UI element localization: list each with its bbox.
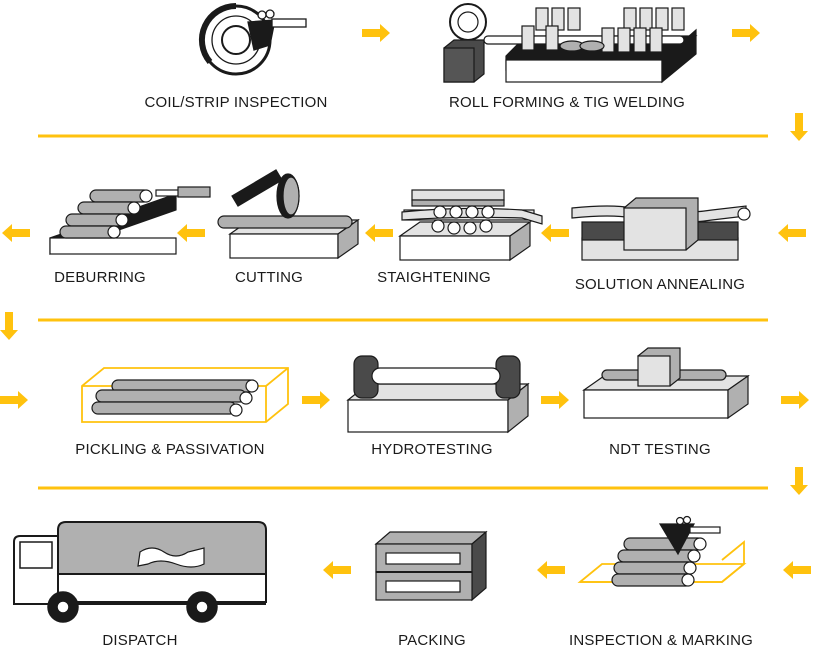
arrow-down-icon bbox=[790, 113, 808, 141]
step-label-inspect: INSPECTION & MARKING bbox=[568, 632, 754, 649]
arrow-down-icon bbox=[790, 467, 808, 495]
marking-icon bbox=[577, 515, 747, 587]
step-label-ndt: NDT TESTING bbox=[609, 441, 711, 458]
arrow-right-icon bbox=[781, 391, 809, 409]
arrow-left-icon bbox=[2, 224, 30, 242]
packing-icon bbox=[374, 530, 488, 602]
step-label-pack: PACKING bbox=[398, 632, 466, 649]
straightening-icon bbox=[398, 189, 543, 262]
step-label-pickle: PICKLING & PASSIVATION bbox=[75, 441, 265, 458]
arrow-right-icon bbox=[732, 24, 760, 42]
arrow-down-icon bbox=[0, 312, 18, 340]
pickling-icon bbox=[81, 367, 289, 423]
arrow-left-icon bbox=[541, 224, 569, 242]
arrow-left-icon bbox=[778, 224, 806, 242]
step-label-dispatch: DISPATCH bbox=[102, 632, 178, 649]
coil-inspection-icon bbox=[198, 2, 307, 76]
step-label-straight: STAIGHTENING bbox=[377, 269, 491, 286]
step-label-anneal: SOLUTION ANNEALING bbox=[574, 276, 746, 293]
arrow-left-icon bbox=[783, 561, 811, 579]
flow-arrows bbox=[0, 24, 811, 579]
cutting-icon bbox=[217, 169, 360, 260]
roll-forming-icon bbox=[443, 3, 698, 84]
row-separators bbox=[38, 134, 768, 490]
hydrotest-icon bbox=[346, 355, 530, 434]
truck-icon bbox=[13, 521, 267, 623]
step-label-coil: COIL/STRIP INSPECTION bbox=[144, 94, 328, 111]
arrow-left-icon bbox=[365, 224, 393, 242]
deburring-icon bbox=[49, 186, 211, 255]
arrow-right-icon bbox=[302, 391, 330, 409]
arrow-left-icon bbox=[177, 224, 205, 242]
step-label-deburr: DEBURRING bbox=[54, 269, 146, 286]
step-label-roll: ROLL FORMING & TIG WELDING bbox=[448, 94, 686, 111]
step-label-hydro: HYDROTESTING bbox=[371, 441, 493, 458]
arrow-right-icon bbox=[541, 391, 569, 409]
arrow-right-icon bbox=[0, 391, 28, 409]
arrow-left-icon bbox=[323, 561, 351, 579]
ndt-icon bbox=[582, 347, 750, 420]
arrow-right-icon bbox=[362, 24, 390, 42]
arrow-left-icon bbox=[537, 561, 565, 579]
annealing-icon bbox=[571, 197, 751, 261]
step-label-cut: CUTTING bbox=[234, 269, 304, 286]
